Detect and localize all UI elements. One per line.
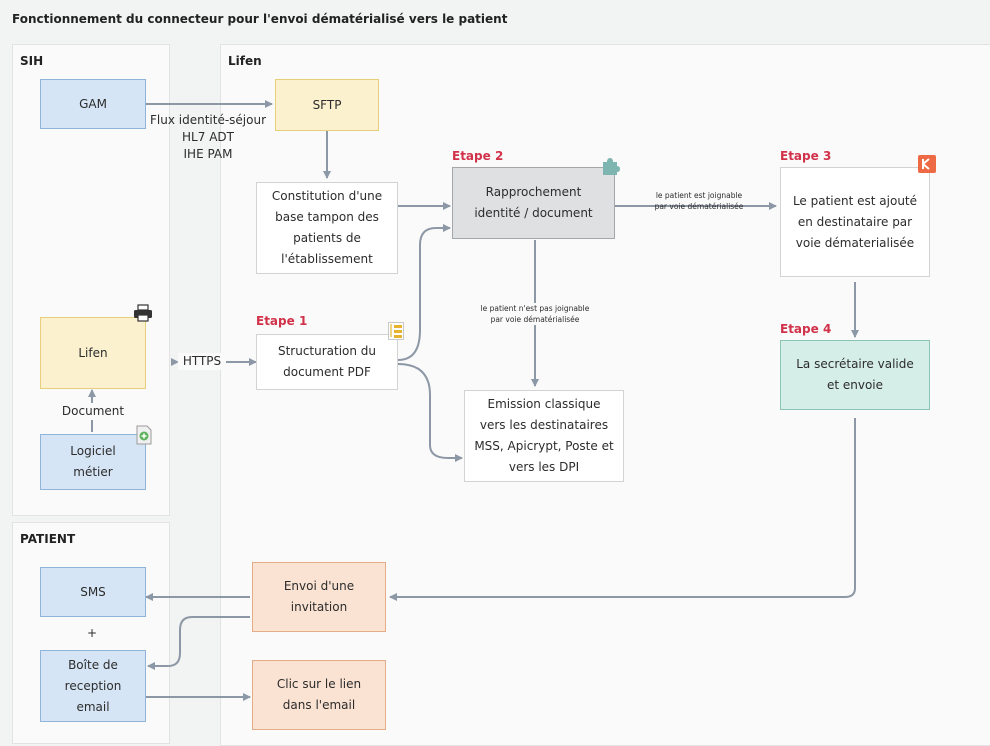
emission-box: Emission classique vers les destinataire…	[464, 390, 624, 482]
page-title: Fonctionnement du connecteur pour l'envo…	[12, 12, 508, 26]
printer-icon	[134, 304, 152, 322]
sih-label: SIH	[20, 54, 44, 68]
patient-label: PATIENT	[20, 532, 76, 546]
rapprochement-box: Rapprochement identité / document	[452, 167, 615, 239]
etape-2-label: Etape 2	[452, 149, 504, 163]
logiciel-metier-box: Logiciel métier	[40, 434, 146, 490]
structure-icon	[388, 322, 404, 340]
etape-4-label: Etape 4	[780, 322, 832, 336]
lifen-label: Lifen	[228, 54, 262, 68]
arrow-structuration-rapprochement	[397, 224, 451, 361]
clic-lien-box: Clic sur le lien dans l'email	[252, 660, 386, 730]
etape-3-label: Etape 3	[780, 149, 832, 163]
sms-box: SMS	[40, 567, 146, 617]
arrow-structuration-emission	[397, 363, 463, 462]
constitution-box: Constitution d'une base tampon des patie…	[256, 182, 398, 274]
gam-box: GAM	[40, 79, 146, 129]
arrow-invitation-boite	[147, 616, 250, 670]
non-joignable-label: le patient n'est pas joignable par voie …	[460, 303, 610, 325]
arrow-secretaire-invitation	[389, 418, 856, 601]
boite-reception-box: Boîte de reception email	[40, 650, 146, 722]
joignable-label: le patient est joignable par voie dématé…	[654, 191, 744, 211]
structuration-box: Structuration du document PDF	[256, 334, 398, 390]
flux-label: Flux identité-séjour HL7 ADT IHE PAM	[150, 113, 267, 161]
https-label: HTTPS	[178, 353, 226, 370]
puzzle-icon	[603, 158, 620, 175]
document-plus-icon	[136, 425, 152, 445]
plus-label: +	[86, 626, 98, 640]
lifen-logo-icon	[918, 155, 936, 173]
secretaire-box: La secrétaire valide et envoie	[780, 340, 930, 410]
patient-ajoute-box: Le patient est ajouté en destinataire pa…	[780, 167, 930, 277]
etape-1-label: Etape 1	[256, 314, 308, 328]
lifen-local-box: Lifen	[40, 317, 146, 389]
document-label: Document	[54, 403, 132, 420]
sftp-box: SFTP	[275, 79, 379, 131]
invitation-box: Envoi d'une invitation	[252, 562, 386, 632]
